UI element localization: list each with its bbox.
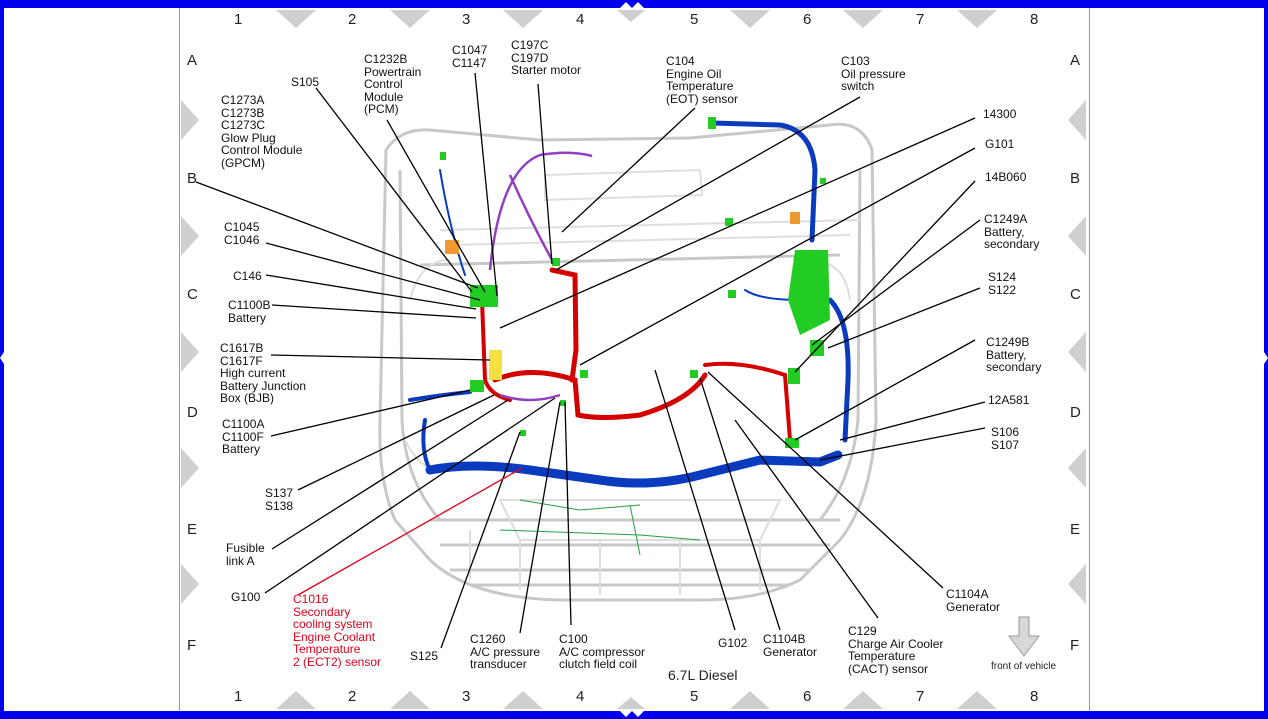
grid-row-b-right: B [1070,170,1081,187]
grid-row-c-right: C [1070,286,1081,303]
grid-markers [181,10,1086,709]
callout-c1100a-battery: C1100A C1100F Battery [222,417,265,457]
callout-c1617-bjb: C1617B C1617F High current Battery Junct… [220,341,307,406]
front-of-vehicle-label: front of vehicle [991,661,1057,672]
red-harness [480,267,792,442]
callout-c1016-ect2: C1016 Secondary cooling system Engine Co… [293,592,382,669]
callout-c1045: C1045 C1046 [224,220,260,247]
callout-c100-ac-clutch: C100 A/C compressor clutch field coil [559,632,646,672]
diagram-title: 6.7L Diesel [668,667,738,683]
frame-border-top [0,0,1268,8]
callout-14b060: 14B060 [985,170,1027,184]
callout-c1047: C1047 C1147 [452,43,488,70]
callout-c1232b-pcm: C1232B Powertrain Control Module (PCM) [364,52,422,117]
callout-s105: S105 [291,75,320,89]
callout-c197-starter: C197C C197D Starter motor [511,38,582,78]
grid-row-c-left: C [187,286,198,303]
grid-col-6-top: 6 [803,11,812,28]
grid-col-5-top: 5 [690,11,699,28]
grid-col-3-bottom: 3 [462,688,471,705]
callout-c1100b-battery: C1100B Battery [228,298,271,325]
grid-col-8-bottom: 8 [1030,688,1039,705]
grid-col-4-bottom: 4 [576,688,585,705]
callout-c1273-gpcm: C1273A C1273B C1273C Glow Plug Control M… [221,93,303,170]
leader-lines [195,72,986,649]
callout-c146: C146 [233,269,262,283]
frame-border-bottom [0,711,1268,719]
green-components [440,117,830,448]
purple-harness [488,151,593,402]
grid-row-a-left: A [187,52,198,69]
grid-row-e-left: E [187,521,198,538]
callout-g102: G102 [718,636,748,650]
grid-row-b-left: B [187,170,198,187]
callout-c1260-ac-transducer: C1260 A/C pressure transducer [470,632,541,672]
callout-12a581: 12A581 [988,393,1030,407]
bjb-block [489,350,502,380]
callout-s106: S106 S107 [991,425,1020,452]
grid-col-6-bottom: 6 [803,688,812,705]
grid-col-3-top: 3 [462,11,471,28]
grid-col-7-top: 7 [916,11,925,28]
c1016-leader [297,467,523,596]
callout-g100: G100 [231,590,261,604]
grid-col-7-bottom: 7 [916,688,925,705]
grid-row-f-left: F [187,637,197,654]
callout-c129-cact: C129 Charge Air Cooler Temperature (CACT… [848,624,944,676]
grid-col-5-bottom: 5 [690,688,699,705]
callout-c1249b-battery: C1249B Battery, secondary [986,335,1042,375]
callout-s137: S137 S138 [265,486,294,513]
grid-col-2-top: 2 [348,11,357,28]
callout-c103-oil-pressure: C103 Oil pressure switch [841,54,906,94]
grid-col-8-top: 8 [1030,11,1039,28]
vehicle-outline [378,122,878,602]
callout-c1249a-battery: C1249A Battery, secondary [984,212,1040,252]
grid-col-1-top: 1 [234,11,243,28]
callout-s125: S125 [410,649,439,663]
grid-col-1-bottom: 1 [234,688,243,705]
callout-fusible-link: Fusible link A [226,541,265,568]
grid-row-a-right: A [1070,52,1081,69]
grid-row-d-right: D [1070,404,1081,421]
callout-c1104a-generator: C1104A Generator [946,587,1001,614]
front-arrow-icon [1008,616,1040,657]
callout-14300: 14300 [983,107,1017,121]
grid-row-e-right: E [1070,521,1081,538]
grid-col-4-top: 4 [576,11,585,28]
diagram-sheet [179,8,1090,711]
callout-g101: G101 [985,137,1015,151]
grid-row-f-right: F [1070,637,1080,654]
callout-c1104b-generator: C1104B Generator [763,632,818,659]
grid-row-d-left: D [187,404,198,421]
callout-c104-eot: C104 Engine Oil Temperature (EOT) sensor [666,54,739,106]
grid-col-2-bottom: 2 [348,688,357,705]
callout-s124: S124 S122 [988,270,1017,297]
